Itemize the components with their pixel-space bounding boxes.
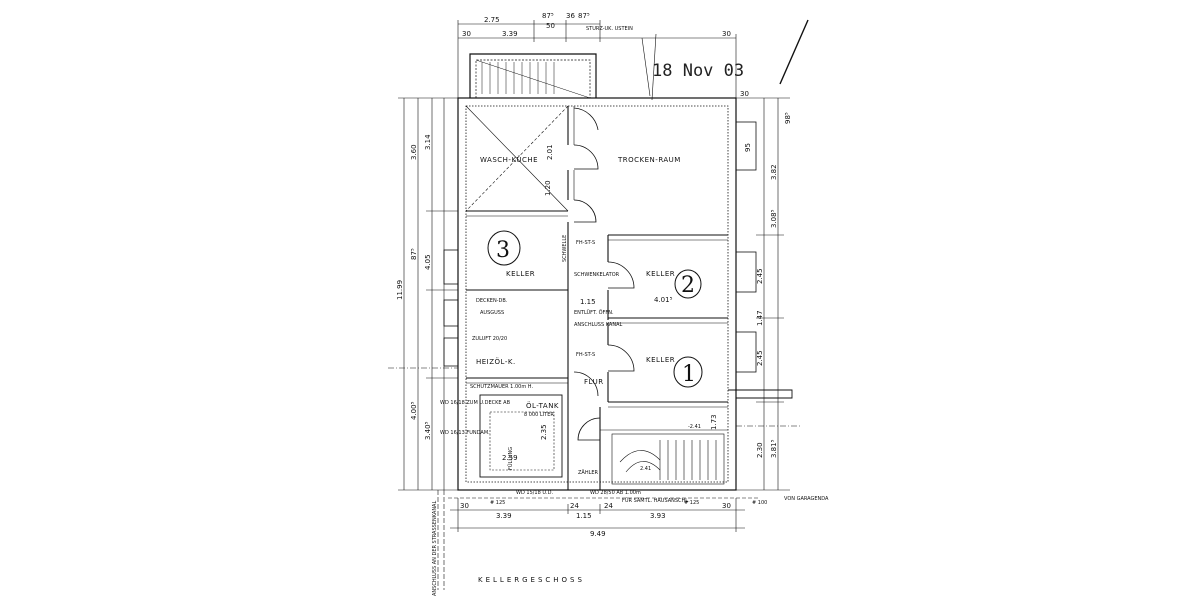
inner-dimensions: 1.15 4.01⁵ 2.59 2.35 2.41 -2.41 1.73 xyxy=(502,296,718,472)
room-heizoel: HEIZÖL-K. xyxy=(476,357,516,366)
room-trockenraum: TROCKEN-RAUM xyxy=(617,156,681,164)
note-von: VON GARAGENDA xyxy=(784,496,829,502)
dim-right-c: 3.08⁵ xyxy=(770,209,778,228)
note-schutzmauer: SCHUTZMAUER 1.00m H. xyxy=(470,384,533,390)
dim-left-g: 1.20 xyxy=(544,180,552,196)
doors xyxy=(573,107,635,441)
dimension-lines xyxy=(388,19,809,590)
dim-left-h: 2.01 xyxy=(546,144,554,160)
dim-right-h: 3.81⁵ xyxy=(770,439,778,458)
bottom-dimensions: 3.39 1.15 3.93 9.49 30 24 30 24 # 125 # … xyxy=(460,500,767,538)
dim-left-total: 11.99 xyxy=(396,280,404,300)
note-wd2: WD 28/50 AB 1.00m xyxy=(590,490,641,496)
room-waschkueche: WASCH-KÜCHE xyxy=(480,155,538,164)
note-decken: DECKEN-DB. xyxy=(476,298,508,304)
dim-bottom-c: 3.93 xyxy=(650,512,666,520)
right-dimensions: 98⁵ 3.82 3.08⁵ 2.45 1.47 2.45 2.30 3.81⁵… xyxy=(740,90,792,458)
note-left: WD 16/18 ZUM U.DECKE AB xyxy=(440,400,511,406)
date-stamp: 18 Nov 03 xyxy=(652,61,744,81)
dim-top-d: 87⁵ xyxy=(578,12,590,20)
dim-right-g: 2.30 xyxy=(756,442,764,458)
room-keller-2: KELLER xyxy=(646,270,675,278)
note-hausanschl: FÜR SÄMTL. HAUSANSCHL. xyxy=(622,497,690,504)
dim-left-c: 4.05 xyxy=(424,254,432,270)
note-fuellung: FÜLLUNG xyxy=(507,447,514,470)
circle-number-1: 1 xyxy=(682,362,696,387)
note-entluft: ENTLÜFT. ÖFFN. xyxy=(574,309,614,316)
dim-inner-b: 4.01⁵ xyxy=(654,296,673,304)
room-labels: WASCH-KÜCHE TROCKEN-RAUM KELLER KELLER K… xyxy=(476,155,681,476)
circled-numbers xyxy=(487,230,703,388)
interior-walls xyxy=(466,106,728,490)
room-flur: FLUR xyxy=(584,378,604,386)
dim-left-a: 3.60 xyxy=(410,144,418,160)
basement-stairs xyxy=(611,433,725,485)
dim-right-j: 30 xyxy=(740,90,749,98)
dim-left-b: 3.14 xyxy=(424,134,432,150)
note-schwenk: SCHWENKELATOR xyxy=(574,272,620,278)
dim-top-e: 3.39 xyxy=(502,30,518,38)
dim-top-c: 36 xyxy=(566,12,575,20)
dim-inner-c: 2.59 xyxy=(502,454,518,462)
dim-bottom-i: # 125 xyxy=(490,500,505,506)
dim-top-sturz: STURZ-UK. USTEIN xyxy=(586,26,633,32)
dim-left-d: 3.40⁵ xyxy=(424,421,432,440)
dim-bottom-k: # 100 xyxy=(752,500,767,506)
dim-inner-g: 1.73 xyxy=(710,414,718,430)
dim-left-f: 87⁵ xyxy=(410,248,418,260)
dim-right-b: 3.82 xyxy=(770,164,778,180)
dim-top-g: 50 xyxy=(546,22,555,30)
note-ausguss: AUSGUSS xyxy=(480,310,504,316)
dim-top-f: 30 xyxy=(462,30,471,38)
dim-right-f: 2.45 xyxy=(756,350,764,366)
circle-number-2: 2 xyxy=(681,273,695,298)
dim-bottom-a: 3.39 xyxy=(496,512,512,520)
dim-bottom-b: 1.15 xyxy=(576,512,592,520)
dim-bottom-e: 30 xyxy=(460,502,469,510)
dim-inner-e: 2.41 xyxy=(640,466,651,472)
note-fh: FH-ST-S xyxy=(576,240,595,246)
dim-bottom-f: 24 xyxy=(570,502,579,510)
dim-top-h: 30 xyxy=(722,30,731,38)
top-dimensions: 2.75 87⁵ 36 87⁵ 3.39 30 50 30 STURZ-UK. … xyxy=(462,12,731,38)
dim-right-d: 2.45 xyxy=(756,268,764,284)
dim-inner-f: -2.41 xyxy=(688,424,701,430)
note-kanal: ANSCHLUSS AN DER STRASSENKANAL xyxy=(432,501,438,596)
note-schwelle: SCHWELLE xyxy=(562,235,568,262)
note-left2: WD 16/13 FUNDAM. xyxy=(440,430,490,436)
note-oeltank-spec: 8 000 LITER xyxy=(524,412,554,418)
dim-bottom-g: 30 xyxy=(722,502,731,510)
circle-number-3: 3 xyxy=(496,238,510,263)
drawing-title: KELLERGESCHOSS xyxy=(478,576,585,584)
room-keller-3: KELLER xyxy=(506,270,535,278)
left-dimensions: 11.99 3.60 3.14 4.05 3.40⁵ 4.00⁵ 87⁵ 1.2… xyxy=(396,134,554,440)
dim-right-i: 95 xyxy=(744,143,752,152)
dim-top-a: 2.75 xyxy=(484,16,500,24)
room-oeltank: ÖL-TANK xyxy=(526,401,559,410)
dim-inner-a: 1.15 xyxy=(580,298,596,306)
room-zaehler: ZÄHLER xyxy=(578,469,599,476)
dim-left-e: 4.00⁵ xyxy=(410,401,418,420)
note-wd: WD 15/18 U.D. xyxy=(516,490,553,496)
note-zuluft: ZULUFT 20/20 xyxy=(472,336,507,342)
room-keller-1: KELLER xyxy=(646,356,675,364)
dim-inner-d: 2.35 xyxy=(540,424,548,440)
annotations: DECKEN-DB. AUSGUSS SCHUTZMAUER 1.00m H. … xyxy=(432,235,829,596)
dim-right-e: 1.47 xyxy=(756,310,764,326)
dim-bottom-h: 24 xyxy=(604,502,613,510)
dim-right-a: 98⁵ xyxy=(784,112,792,124)
dim-bottom-d: 9.49 xyxy=(590,530,606,538)
waschkueche-cross xyxy=(465,59,591,212)
dim-bottom-j: # 125 xyxy=(684,500,699,506)
note-lichtschacht: ANSCHLUSS KANAL xyxy=(574,322,622,328)
annex-stairs xyxy=(481,62,555,94)
dim-top-b: 87⁵ xyxy=(542,12,554,20)
note-fh2: FH-ST-S xyxy=(576,352,595,358)
